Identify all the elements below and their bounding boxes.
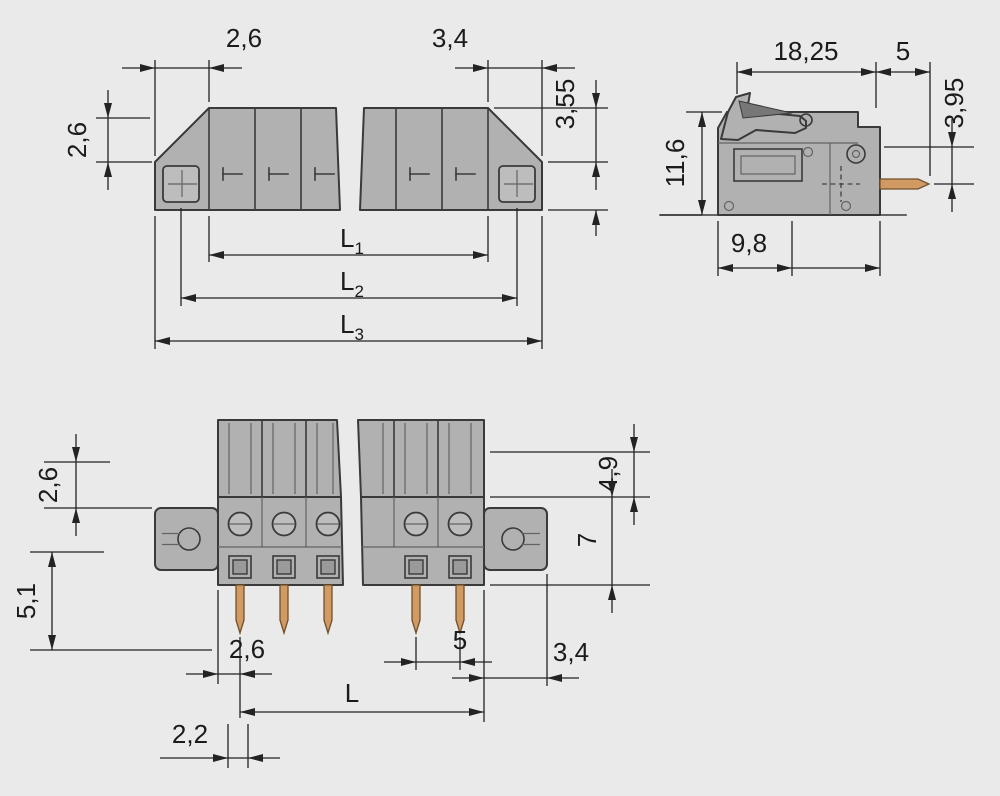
shroud-slot-lines bbox=[228, 423, 472, 494]
mounting-screw-left bbox=[162, 165, 200, 203]
dim-label: 3,4 bbox=[553, 637, 589, 667]
dim-bottom-mid-right: 7 bbox=[490, 469, 650, 613]
dim-side-depth: 9,8 bbox=[717, 221, 881, 276]
dim-label: 5 bbox=[453, 625, 467, 655]
flange-hole-right bbox=[501, 527, 540, 551]
dim-bottom-pitch: 5 bbox=[384, 625, 492, 670]
dim-l1: L1 bbox=[208, 216, 489, 262]
dim-label: 11,6 bbox=[660, 139, 690, 188]
dim-bottom-upper-right: 4,9 bbox=[490, 424, 650, 525]
dim-label: L1 bbox=[340, 223, 364, 258]
dim-label: 3,55 bbox=[550, 79, 580, 130]
contact-holes bbox=[227, 511, 473, 537]
dim-label: 5 bbox=[896, 36, 910, 66]
dim-label: 4,9 bbox=[593, 456, 623, 492]
dim-label: 3,95 bbox=[939, 78, 969, 129]
flange-hole-left bbox=[162, 527, 201, 551]
dim-label: 2,6 bbox=[62, 122, 92, 158]
dim-l2: L2 bbox=[180, 208, 518, 306]
mounting-screw-right bbox=[498, 165, 536, 203]
dim-front-top-left-height: 2,6 bbox=[62, 90, 152, 190]
connector-side-body bbox=[717, 111, 881, 216]
dim-label: 3,4 bbox=[432, 23, 468, 53]
dim-bottom-upper-left: 2,6 bbox=[33, 434, 152, 536]
dim-side-width: 18,25 bbox=[736, 36, 877, 108]
dim-bottom-lower-left: 5,1 bbox=[11, 551, 212, 651]
solder-pins bbox=[235, 584, 465, 636]
dim-side-height: 11,6 bbox=[660, 111, 722, 216]
dim-label: L3 bbox=[340, 309, 364, 344]
view-side: 18,25 5 11,6 3,95 bbox=[659, 36, 974, 276]
dim-label: 9,8 bbox=[731, 228, 767, 258]
dim-side-pin-length: 5 bbox=[876, 36, 931, 176]
latch-wedge bbox=[738, 100, 793, 119]
dim-label: L2 bbox=[340, 266, 364, 301]
view-front-top: 2,6 3,4 2,6 3,55 bbox=[62, 23, 608, 349]
flange-left bbox=[154, 507, 219, 571]
pole-divider-lines bbox=[208, 107, 489, 211]
dim-label: 2,2 bbox=[172, 719, 208, 749]
contact-slot-marks bbox=[222, 167, 476, 181]
dim-label: 2,6 bbox=[33, 467, 63, 503]
dim-bottom-length: L bbox=[240, 678, 484, 716]
dim-label: L bbox=[345, 678, 359, 708]
flange-right bbox=[483, 507, 548, 571]
dim-bottom-edge-offset: 2,6 bbox=[186, 590, 272, 718]
connector-body-left bbox=[154, 107, 341, 211]
side-body-details bbox=[718, 142, 866, 215]
solder-pin-side bbox=[879, 178, 931, 190]
dim-front-top-right-height: 3,55 bbox=[494, 79, 608, 236]
dim-label: 7 bbox=[572, 533, 602, 547]
view-front-bottom: 2,6 5,1 4,9 7 bbox=[11, 419, 650, 768]
dim-label: 18,25 bbox=[773, 36, 838, 66]
pin-entry-squares bbox=[228, 555, 472, 579]
dim-l3: L3 bbox=[154, 216, 543, 349]
connector-body-right bbox=[359, 107, 543, 211]
dim-bottom-pin-offset: 2,2 bbox=[160, 719, 280, 768]
latch-pivot bbox=[799, 113, 813, 127]
dim-side-pin-offset: 3,95 bbox=[884, 78, 974, 212]
dim-front-top-left-width: 2,6 bbox=[122, 23, 262, 156]
dim-bottom-flange-width: 3,4 bbox=[452, 574, 589, 722]
shroud-left bbox=[217, 419, 342, 498]
dim-label: 5,1 bbox=[11, 583, 41, 619]
shroud-right bbox=[357, 419, 485, 498]
dim-label: 2,6 bbox=[226, 23, 262, 53]
body-band-dividers bbox=[218, 497, 484, 548]
dim-label: 2,6 bbox=[229, 634, 265, 664]
shroud-dividers bbox=[261, 419, 439, 498]
